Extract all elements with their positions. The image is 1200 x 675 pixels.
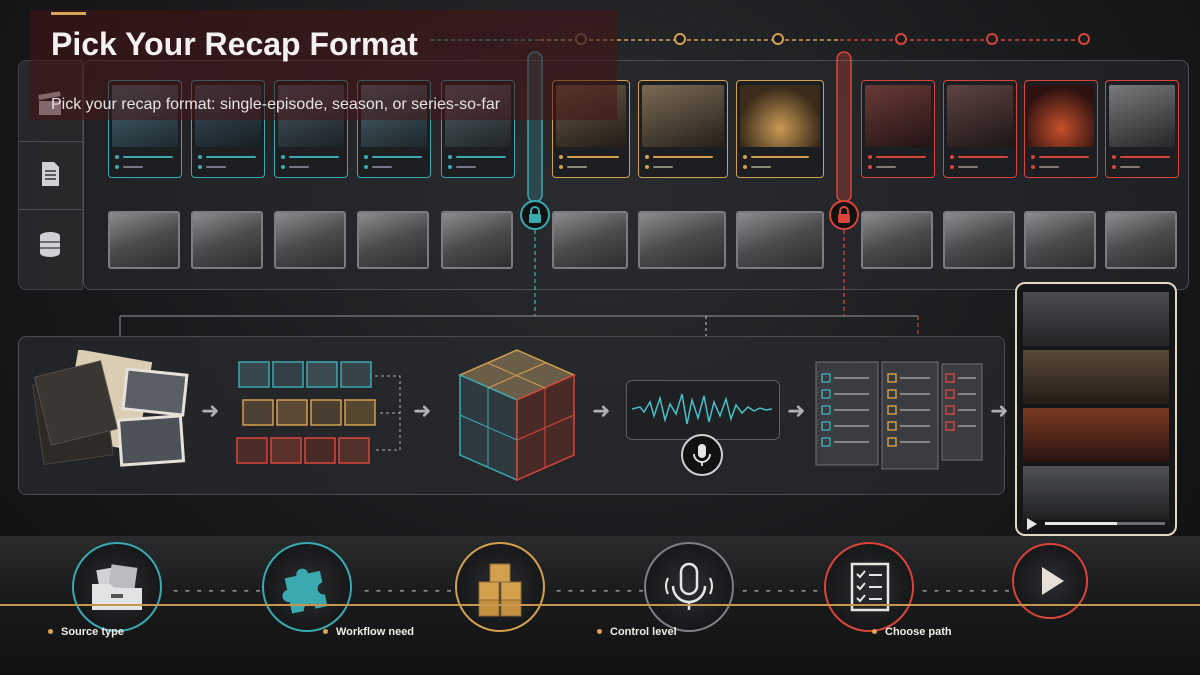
sketch-frame (441, 211, 513, 269)
recap-video-player[interactable] (1015, 282, 1177, 536)
timeline-node (895, 33, 907, 45)
step-checklist-circle[interactable] (824, 542, 914, 632)
microphone-button[interactable] (681, 434, 723, 476)
review-checklists (815, 361, 983, 470)
step-dot (48, 629, 53, 634)
step-label-control-level: Control level (610, 626, 677, 638)
connector-arrow: - - - - - - - - ➤ (742, 582, 851, 599)
play-icon (1042, 567, 1064, 595)
step-dot (872, 629, 877, 634)
timeline-node (1078, 33, 1090, 45)
step-boxes-circle[interactable] (455, 542, 545, 632)
lock-icon (520, 200, 550, 230)
checklist-icon (850, 562, 890, 612)
sketch-frame (638, 211, 726, 269)
boxes-icon (478, 563, 522, 617)
waveform (632, 393, 772, 425)
sketch-frame (357, 211, 429, 269)
database-icon (40, 232, 60, 257)
flow-arrow: ➜ (413, 398, 432, 423)
sketch-frame (736, 211, 824, 269)
step-source-type-circle[interactable] (72, 542, 162, 632)
timeline-node (674, 33, 686, 45)
page-title: Pick Your Recap Format (51, 26, 418, 62)
video-frame (1023, 292, 1169, 346)
flow-arrow: ➜ (201, 398, 220, 423)
clip-thumbnail-grid (236, 361, 401, 464)
connector-arrow: - - - - - - - - ➤ (922, 582, 1031, 599)
scene-card-red (1105, 80, 1179, 178)
title-panel (30, 10, 617, 120)
video-frame (1023, 350, 1169, 404)
sketch-frame (108, 211, 180, 269)
flow-arrow: ➜ (787, 398, 806, 423)
connector-arrow: - - - - - - - - ➤ (556, 582, 665, 599)
microphone-icon (665, 562, 713, 610)
source-books-photos (32, 350, 189, 467)
sketch-frame (861, 211, 933, 269)
step-play-circle[interactable] (1012, 543, 1088, 619)
sketch-frame (943, 211, 1015, 269)
timeline-baseline (0, 604, 1200, 606)
flow-arrow: ➜ (990, 398, 1009, 423)
sketch-frame (1024, 211, 1096, 269)
timeline-node (986, 33, 998, 45)
video-progress-fill (1045, 522, 1117, 525)
step-label-workflow-need: Workflow need (336, 626, 415, 638)
sketch-frame (1105, 211, 1177, 269)
scene-card-gold (638, 80, 728, 178)
step-label-choose-path: Choose path (885, 626, 952, 638)
flow-arrow: ➜ (592, 398, 611, 423)
scene-card-red (943, 80, 1017, 178)
title-accent (51, 12, 86, 15)
scene-card-red (1024, 80, 1098, 178)
lock-icon (829, 200, 859, 230)
scene-card-red (861, 80, 935, 178)
step-label-source-type: Source type (61, 626, 124, 638)
sketch-frame (274, 211, 346, 269)
step-control-circle[interactable] (644, 542, 734, 632)
sketch-frame (552, 211, 628, 269)
sketch-frame (191, 211, 263, 269)
folder-images-icon (92, 564, 142, 610)
page-subtitle: Pick your recap format: single-episode, … (51, 96, 501, 113)
microphone-icon (693, 444, 711, 466)
scene-cube (458, 349, 576, 482)
puzzle-piece-icon (282, 568, 328, 614)
video-frame (1023, 408, 1169, 462)
video-frame (1023, 466, 1169, 520)
timeline-node (772, 33, 784, 45)
step-workflow-circle[interactable] (262, 542, 352, 632)
play-icon[interactable] (1027, 518, 1037, 530)
step-dot (597, 629, 602, 634)
scene-card-gold (736, 80, 824, 178)
video-progress-track[interactable] (1045, 522, 1165, 525)
connector-arrow: - - - - - - - - ➤ (173, 582, 282, 599)
connector-arrow: - - - - - - - - ➤ (364, 582, 473, 599)
step-dot (323, 629, 328, 634)
document-icon (42, 162, 59, 186)
